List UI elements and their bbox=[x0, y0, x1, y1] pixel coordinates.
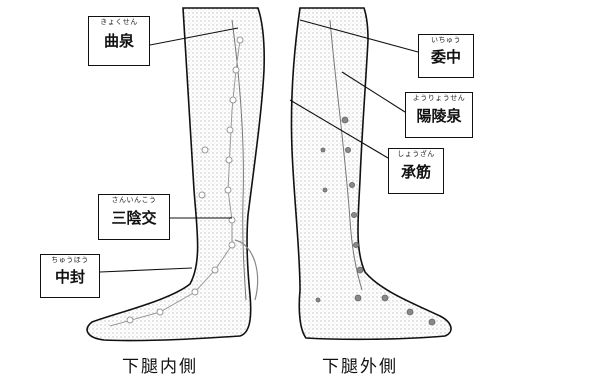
label-shozan: しょうざん 承筋 bbox=[388, 148, 444, 194]
label-shozan-furigana: しょうざん bbox=[397, 150, 435, 158]
label-sanninko-name: 三陰交 bbox=[111, 209, 157, 227]
label-chuho: ちゅうほう 中封 bbox=[40, 254, 100, 298]
outer-leg bbox=[290, 7, 452, 341]
label-kyokusen-furigana: きょくせん bbox=[100, 18, 138, 26]
inner-ankle-shade bbox=[234, 239, 259, 301]
caption-inner: 下腿内側 bbox=[122, 357, 198, 377]
outer-points bbox=[315, 116, 436, 326]
outer-shin-shade bbox=[329, 19, 363, 291]
outer-leg-outline bbox=[290, 7, 452, 341]
label-kyokusen: きょくせん 曲泉 bbox=[88, 16, 150, 66]
label-chuho-furigana: ちゅうほう bbox=[51, 256, 89, 264]
label-ichu: いちゅう 委中 bbox=[418, 34, 474, 78]
label-shozan-name: 承筋 bbox=[400, 163, 431, 181]
label-chuho-name: 中封 bbox=[54, 268, 85, 286]
inner-points bbox=[126, 36, 244, 324]
label-yoryosen: ようりょうせん 陽陵泉 bbox=[405, 92, 473, 138]
caption-outer: 下腿外側 bbox=[322, 357, 398, 377]
label-sanninko: さんいんこう 三陰交 bbox=[98, 194, 170, 240]
label-ichu-name: 委中 bbox=[430, 48, 461, 66]
inner-leg-outline bbox=[86, 7, 265, 342]
label-ichu-furigana: いちゅう bbox=[431, 36, 461, 44]
label-yoryosen-name: 陽陵泉 bbox=[416, 107, 462, 125]
label-sanninko-furigana: さんいんこう bbox=[111, 196, 157, 204]
leader-lines bbox=[99, 19, 419, 273]
label-kyokusen-name: 曲泉 bbox=[103, 32, 134, 50]
inner-leg bbox=[86, 7, 265, 342]
label-yoryosen-furigana: ようりょうせん bbox=[412, 94, 466, 102]
